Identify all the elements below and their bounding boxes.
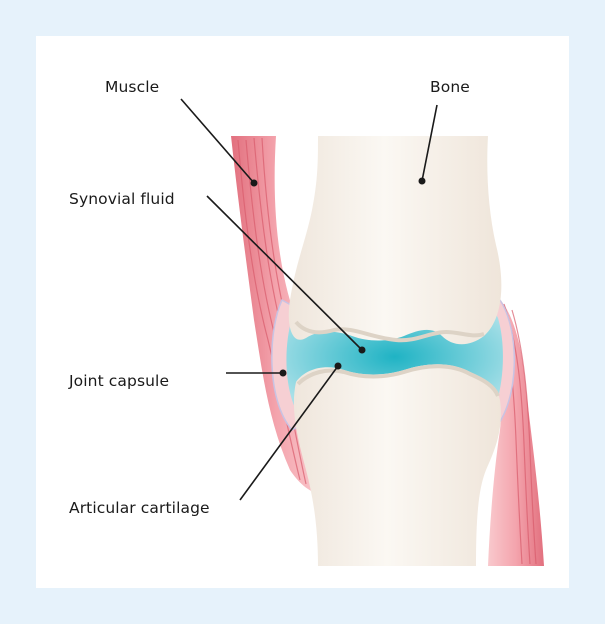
- lower-bone: [294, 364, 501, 566]
- bone-dot: [419, 178, 426, 185]
- bone-label: Bone: [430, 78, 470, 96]
- synovial-fluid-label: Synovial fluid: [69, 190, 175, 208]
- muscle-label: Muscle: [105, 78, 159, 96]
- upper-bone: [289, 136, 502, 344]
- muscle-dot: [251, 180, 258, 187]
- articular-cartilage-label: Articular cartilage: [69, 499, 210, 517]
- joint-capsule-dot: [280, 370, 287, 377]
- synovial-fluid-dot: [359, 347, 366, 354]
- articular-cartilage-dot: [335, 363, 342, 370]
- joint-capsule-label: Joint capsule: [69, 372, 169, 390]
